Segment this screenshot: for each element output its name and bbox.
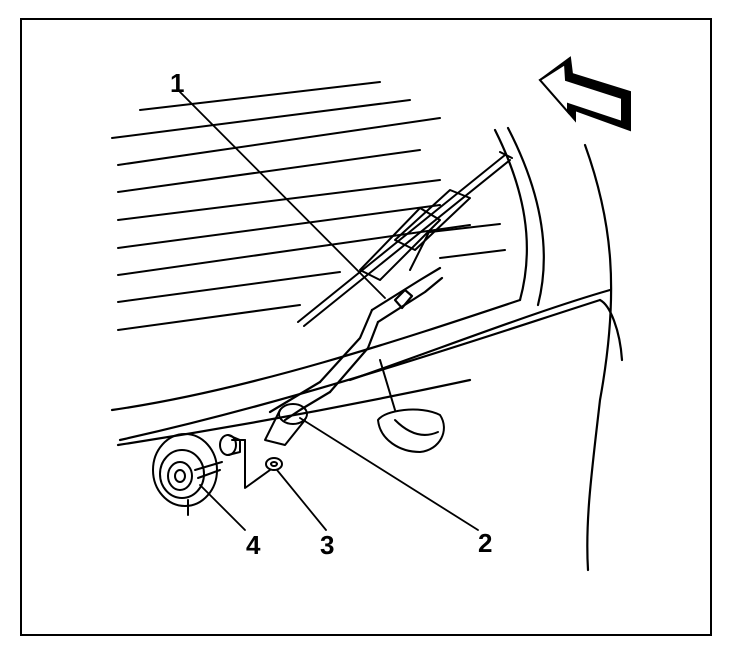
grommet-seal (152, 433, 223, 516)
forward-arrow-icon (538, 56, 631, 132)
pivot-spindle (219, 434, 241, 456)
callout-2: 2 (478, 528, 493, 558)
callout-3: 3 (320, 530, 335, 560)
leader-lines (179, 91, 479, 531)
rear-window-glass (111, 81, 506, 331)
arm-clip (377, 359, 445, 453)
wiper-arm (268, 266, 444, 422)
diagram-frame (20, 18, 712, 636)
callout-1: 1 (170, 68, 185, 98)
pivot-cover (264, 403, 308, 446)
callout-4: 4 (246, 530, 261, 560)
explode-bracket (231, 439, 271, 489)
wiper-blade (297, 151, 513, 327)
retaining-nut (265, 457, 283, 471)
